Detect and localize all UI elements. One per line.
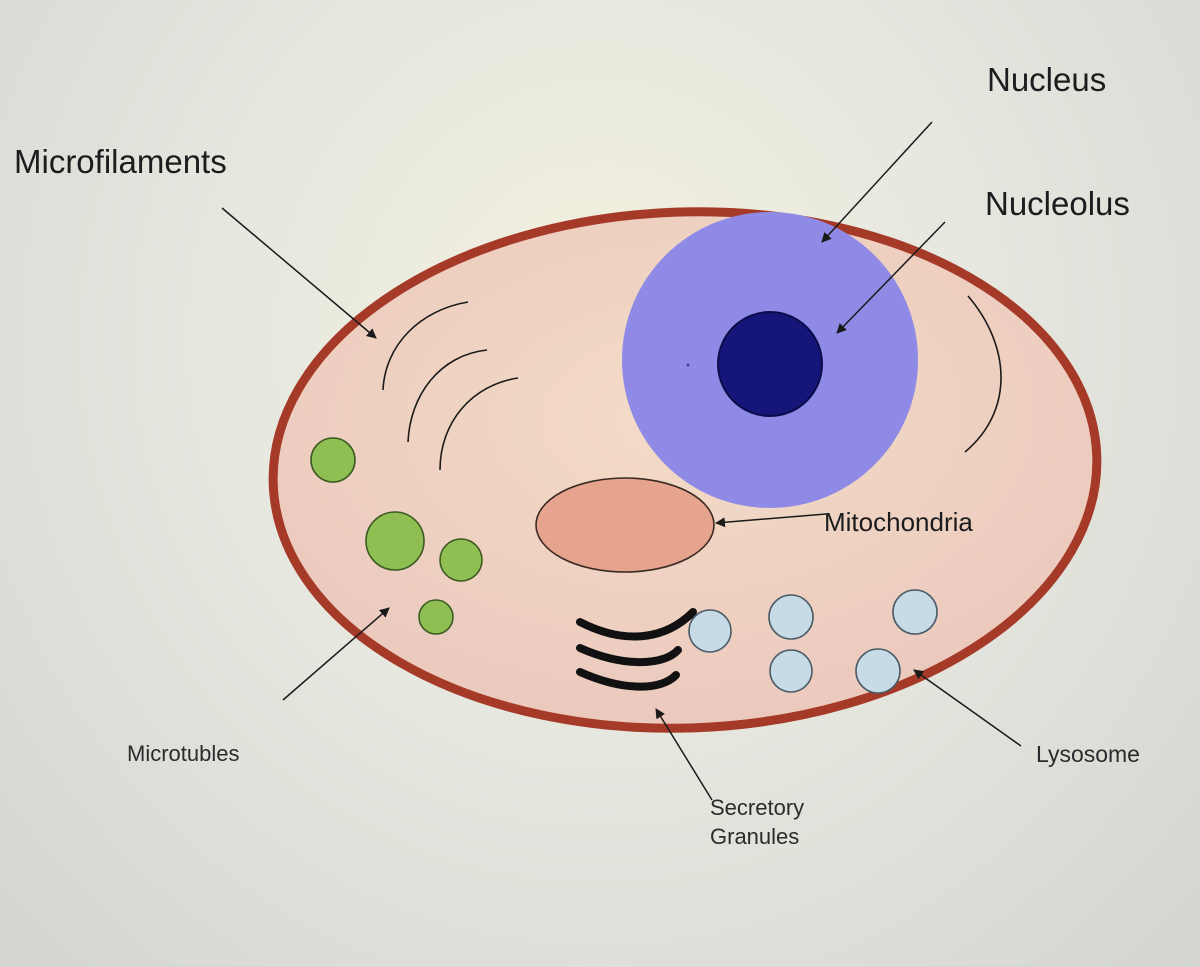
microtubles-label: Microtubles bbox=[127, 741, 240, 766]
secretory-leader bbox=[655, 708, 713, 801]
microfilament-arc bbox=[407, 349, 488, 443]
green-vesicle bbox=[365, 511, 425, 571]
lysosome bbox=[688, 609, 732, 653]
microfilament-arc bbox=[382, 301, 469, 391]
lysosome bbox=[768, 594, 814, 640]
microfilament-arc bbox=[964, 295, 1002, 453]
nucleus-dot bbox=[686, 363, 690, 367]
secretory-label-line1: Secretory bbox=[710, 795, 805, 820]
lysosomes bbox=[688, 589, 938, 694]
lysosome bbox=[892, 589, 938, 635]
microfilaments bbox=[382, 295, 1002, 471]
mitochondria-leader bbox=[715, 513, 827, 528]
microfilaments-leader bbox=[221, 207, 377, 339]
mitochondria-label: Mitochondria bbox=[824, 507, 973, 537]
nucleolus bbox=[717, 311, 823, 417]
lysosome-leader bbox=[913, 669, 1022, 747]
green-vesicle bbox=[439, 538, 483, 582]
secretory-granules bbox=[576, 608, 697, 691]
mitochondria bbox=[535, 477, 715, 573]
microtubles-leader bbox=[282, 607, 390, 701]
lysosome bbox=[769, 649, 813, 693]
nucleolus-label: Nucleolus bbox=[985, 185, 1130, 222]
green-vesicles bbox=[310, 437, 483, 635]
green-vesicle bbox=[418, 599, 454, 635]
microfilaments-label: Microfilaments bbox=[14, 143, 227, 180]
lysosome bbox=[855, 648, 901, 694]
secretory-label-line2: Granules bbox=[710, 824, 800, 849]
green-vesicle bbox=[310, 437, 356, 483]
nucleus-leader bbox=[821, 121, 933, 243]
lysosome-label: Lysosome bbox=[1036, 741, 1140, 767]
nucleus-label: Nucleus bbox=[987, 61, 1107, 98]
microfilament-arc bbox=[439, 377, 519, 471]
nucleolus-leader bbox=[836, 221, 946, 334]
